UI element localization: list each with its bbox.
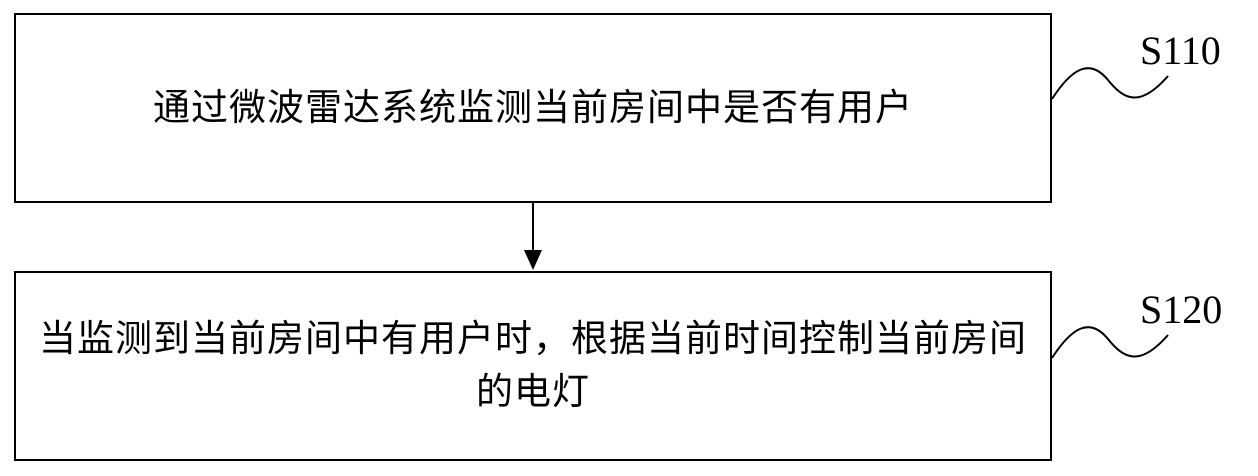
step-label-s110: S110 bbox=[1140, 28, 1221, 73]
step-box-s120: 当监测到当前房间中有用户时，根据当前时间控制当前房间的电灯 bbox=[14, 271, 1052, 461]
step-text-s120: 当监测到当前房间中有用户时，根据当前时间控制当前房间的电灯 bbox=[39, 317, 1027, 413]
leader-line-s120 bbox=[1051, 326, 1169, 359]
flow-arrow-head bbox=[524, 250, 542, 270]
step-label-s120: S120 bbox=[1140, 287, 1223, 332]
leader-line-s110 bbox=[1051, 67, 1169, 100]
step-box-s110: 通过微波雷达系统监测当前房间中是否有用户 bbox=[14, 13, 1052, 203]
step-text-s110: 通过微波雷达系统监测当前房间中是否有用户 bbox=[153, 85, 913, 129]
